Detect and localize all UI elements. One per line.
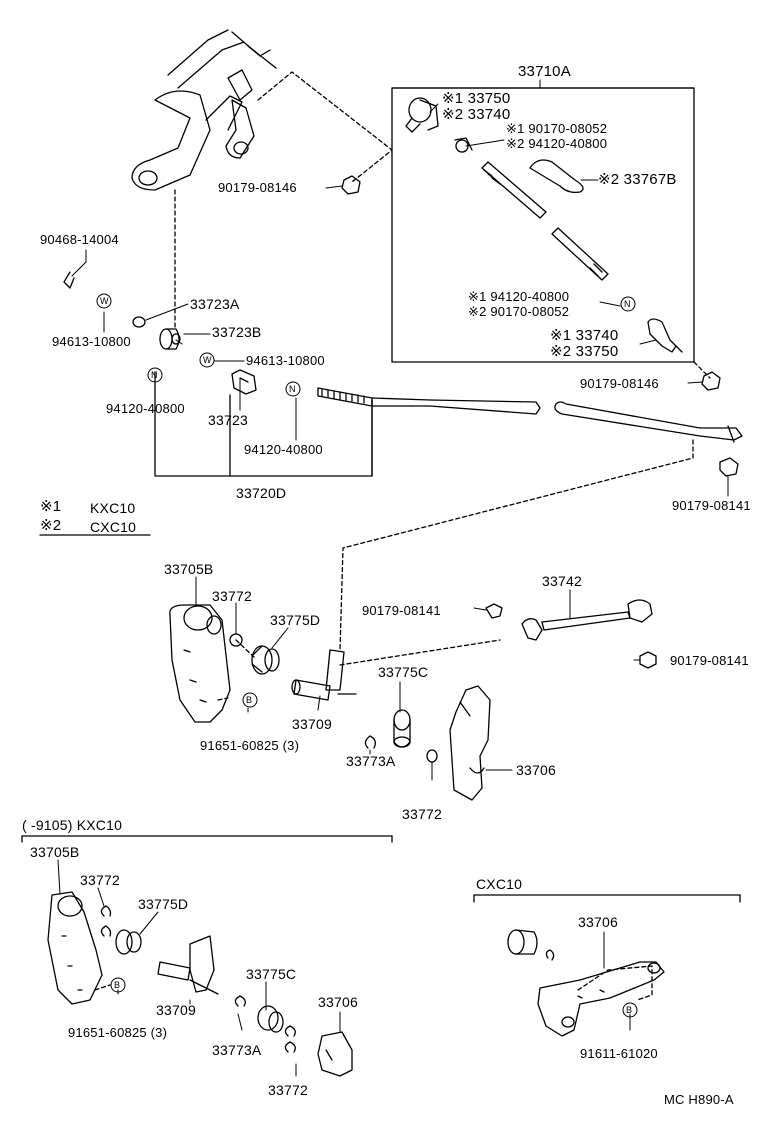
marker-b-2: B	[114, 980, 121, 990]
bushing-cxc10	[507, 929, 538, 955]
label-33740-top: ※2 33740	[442, 106, 511, 123]
label-90179-08146-a: 90179-08146	[218, 180, 297, 195]
label-33767b: ※2 33767B	[598, 171, 677, 188]
label-33709-mid: 33709	[292, 716, 332, 732]
label-94613-a: 94613-10800	[52, 334, 131, 349]
marker-n-1: N	[151, 370, 158, 380]
label-33772-low2: 33772	[268, 1082, 308, 1098]
adjust-rods	[481, 161, 609, 281]
label-33706-cxc10: 33706	[578, 914, 618, 930]
control-rod	[317, 387, 743, 443]
circle-markers	[96, 293, 638, 1018]
label-33772-mid2: 33772	[402, 806, 442, 822]
label-33775c-mid: 33775C	[378, 664, 429, 680]
nut-4	[485, 603, 503, 619]
label-33750-top: ※1 33750	[442, 90, 511, 107]
pin-90468	[63, 271, 75, 289]
nut-5	[639, 651, 657, 669]
clip-33773a-mid	[364, 735, 376, 749]
pivot-33723	[231, 369, 257, 395]
marker-n-2: N	[289, 384, 296, 394]
label-90179-08146-b: 90179-08146	[580, 376, 659, 391]
bushing-33723b	[159, 328, 181, 350]
marker-b-3: B	[626, 1005, 633, 1015]
legend-key-2: ※2	[40, 517, 62, 534]
label-33775c-low: 33775C	[246, 966, 297, 982]
label-33775d-low: 33775D	[138, 896, 189, 912]
legend-key-1: ※1	[40, 498, 62, 515]
label-94120-d: ※1 94120-40800	[468, 289, 570, 304]
label-91651-low: 91651-60825 (3)	[68, 1025, 168, 1040]
leader-lines	[57, 79, 729, 1077]
lever-33709-mid	[291, 649, 357, 701]
dashed-leaders	[94, 71, 711, 1001]
clip-cxc10	[545, 949, 555, 961]
label-33705b-mid: 33705B	[164, 561, 214, 577]
bracket-33706-cxc10	[537, 961, 665, 1037]
bushing-33772-mid2	[426, 749, 438, 763]
label-94120-b: 94120-40800	[106, 401, 185, 416]
marker-n-3: N	[624, 299, 631, 309]
clip-33772-low2	[284, 1025, 296, 1037]
label-33723: 33723	[208, 412, 248, 428]
label-33773a-low: 33773A	[212, 1042, 262, 1058]
label-33775d-mid: 33775D	[270, 612, 321, 628]
bracket-33705b-low	[47, 891, 103, 1005]
bushing-33775d-low	[115, 929, 142, 955]
section-cxc10: CXC10	[476, 876, 523, 892]
label-91611: 91611-61020	[580, 1046, 658, 1061]
legend-value-2: CXC10	[90, 519, 137, 535]
label-33742: 33742	[542, 573, 582, 589]
balljoint-lower	[647, 318, 683, 353]
lever-33709-low	[157, 935, 219, 995]
clip-33773a-low	[234, 995, 246, 1007]
label-90170-d: ※2 90170-08052	[468, 304, 570, 319]
marker-w-1: W	[100, 296, 109, 306]
marker-b-1: B	[246, 695, 253, 705]
label-33720d: 33720D	[236, 485, 287, 501]
label-33772-mid: 33772	[212, 588, 252, 604]
nut-2	[701, 371, 721, 391]
label-33772-low: 33772	[80, 872, 120, 888]
label-90179-08141-a: 90179-08141	[672, 498, 751, 513]
clip-33772-low	[100, 905, 112, 917]
label-33706-low: 33706	[318, 994, 358, 1010]
bracket-33706-mid	[449, 685, 491, 801]
marker-w-2: W	[203, 355, 212, 365]
nut-1	[341, 175, 361, 195]
clip-33767b	[529, 159, 584, 194]
label-33740-b: ※1 33740	[550, 327, 619, 344]
label-91651-mid: 91651-60825 (3)	[200, 738, 300, 753]
bracket-33706-low	[317, 1031, 353, 1077]
label-94120-c: 94120-40800	[244, 442, 323, 457]
bushing-33775c-low	[257, 1005, 284, 1033]
label-33705b-low: 33705B	[30, 844, 80, 860]
label-94120-top: ※2 94120-40800	[506, 136, 608, 151]
bushing-33775c-mid	[393, 709, 411, 748]
label-90468: 90468-14004	[40, 232, 119, 247]
bushing-33775d-mid	[251, 645, 280, 675]
label-33723b: 33723B	[212, 324, 262, 340]
bracket-33720d	[154, 371, 373, 477]
section-kxc10: ( -9105) KXC10	[22, 817, 123, 833]
label-94613-b: 94613-10800	[246, 353, 325, 368]
label-90170-top: ※1 90170-08052	[506, 121, 608, 136]
nut-3	[719, 457, 739, 477]
footer-code: MC H890-A	[664, 1092, 734, 1107]
label-33709-low: 33709	[156, 1002, 196, 1018]
bracket-33705b-mid	[169, 604, 231, 723]
label-90179-08141-b: 90179-08141	[362, 603, 441, 618]
washer-33723a	[132, 316, 146, 328]
shift-lever	[131, 29, 277, 191]
label-33710a: 33710A	[518, 63, 571, 80]
legend-value-1: KXC10	[90, 500, 136, 516]
label-33773a-mid: 33773A	[346, 753, 396, 769]
label-33723a: 33723A	[190, 296, 240, 312]
rod-33742	[521, 599, 653, 641]
label-33750-b: ※2 33750	[550, 343, 619, 360]
label-90179-08141-c: 90179-08141	[670, 653, 749, 668]
label-33706-mid: 33706	[516, 762, 556, 778]
